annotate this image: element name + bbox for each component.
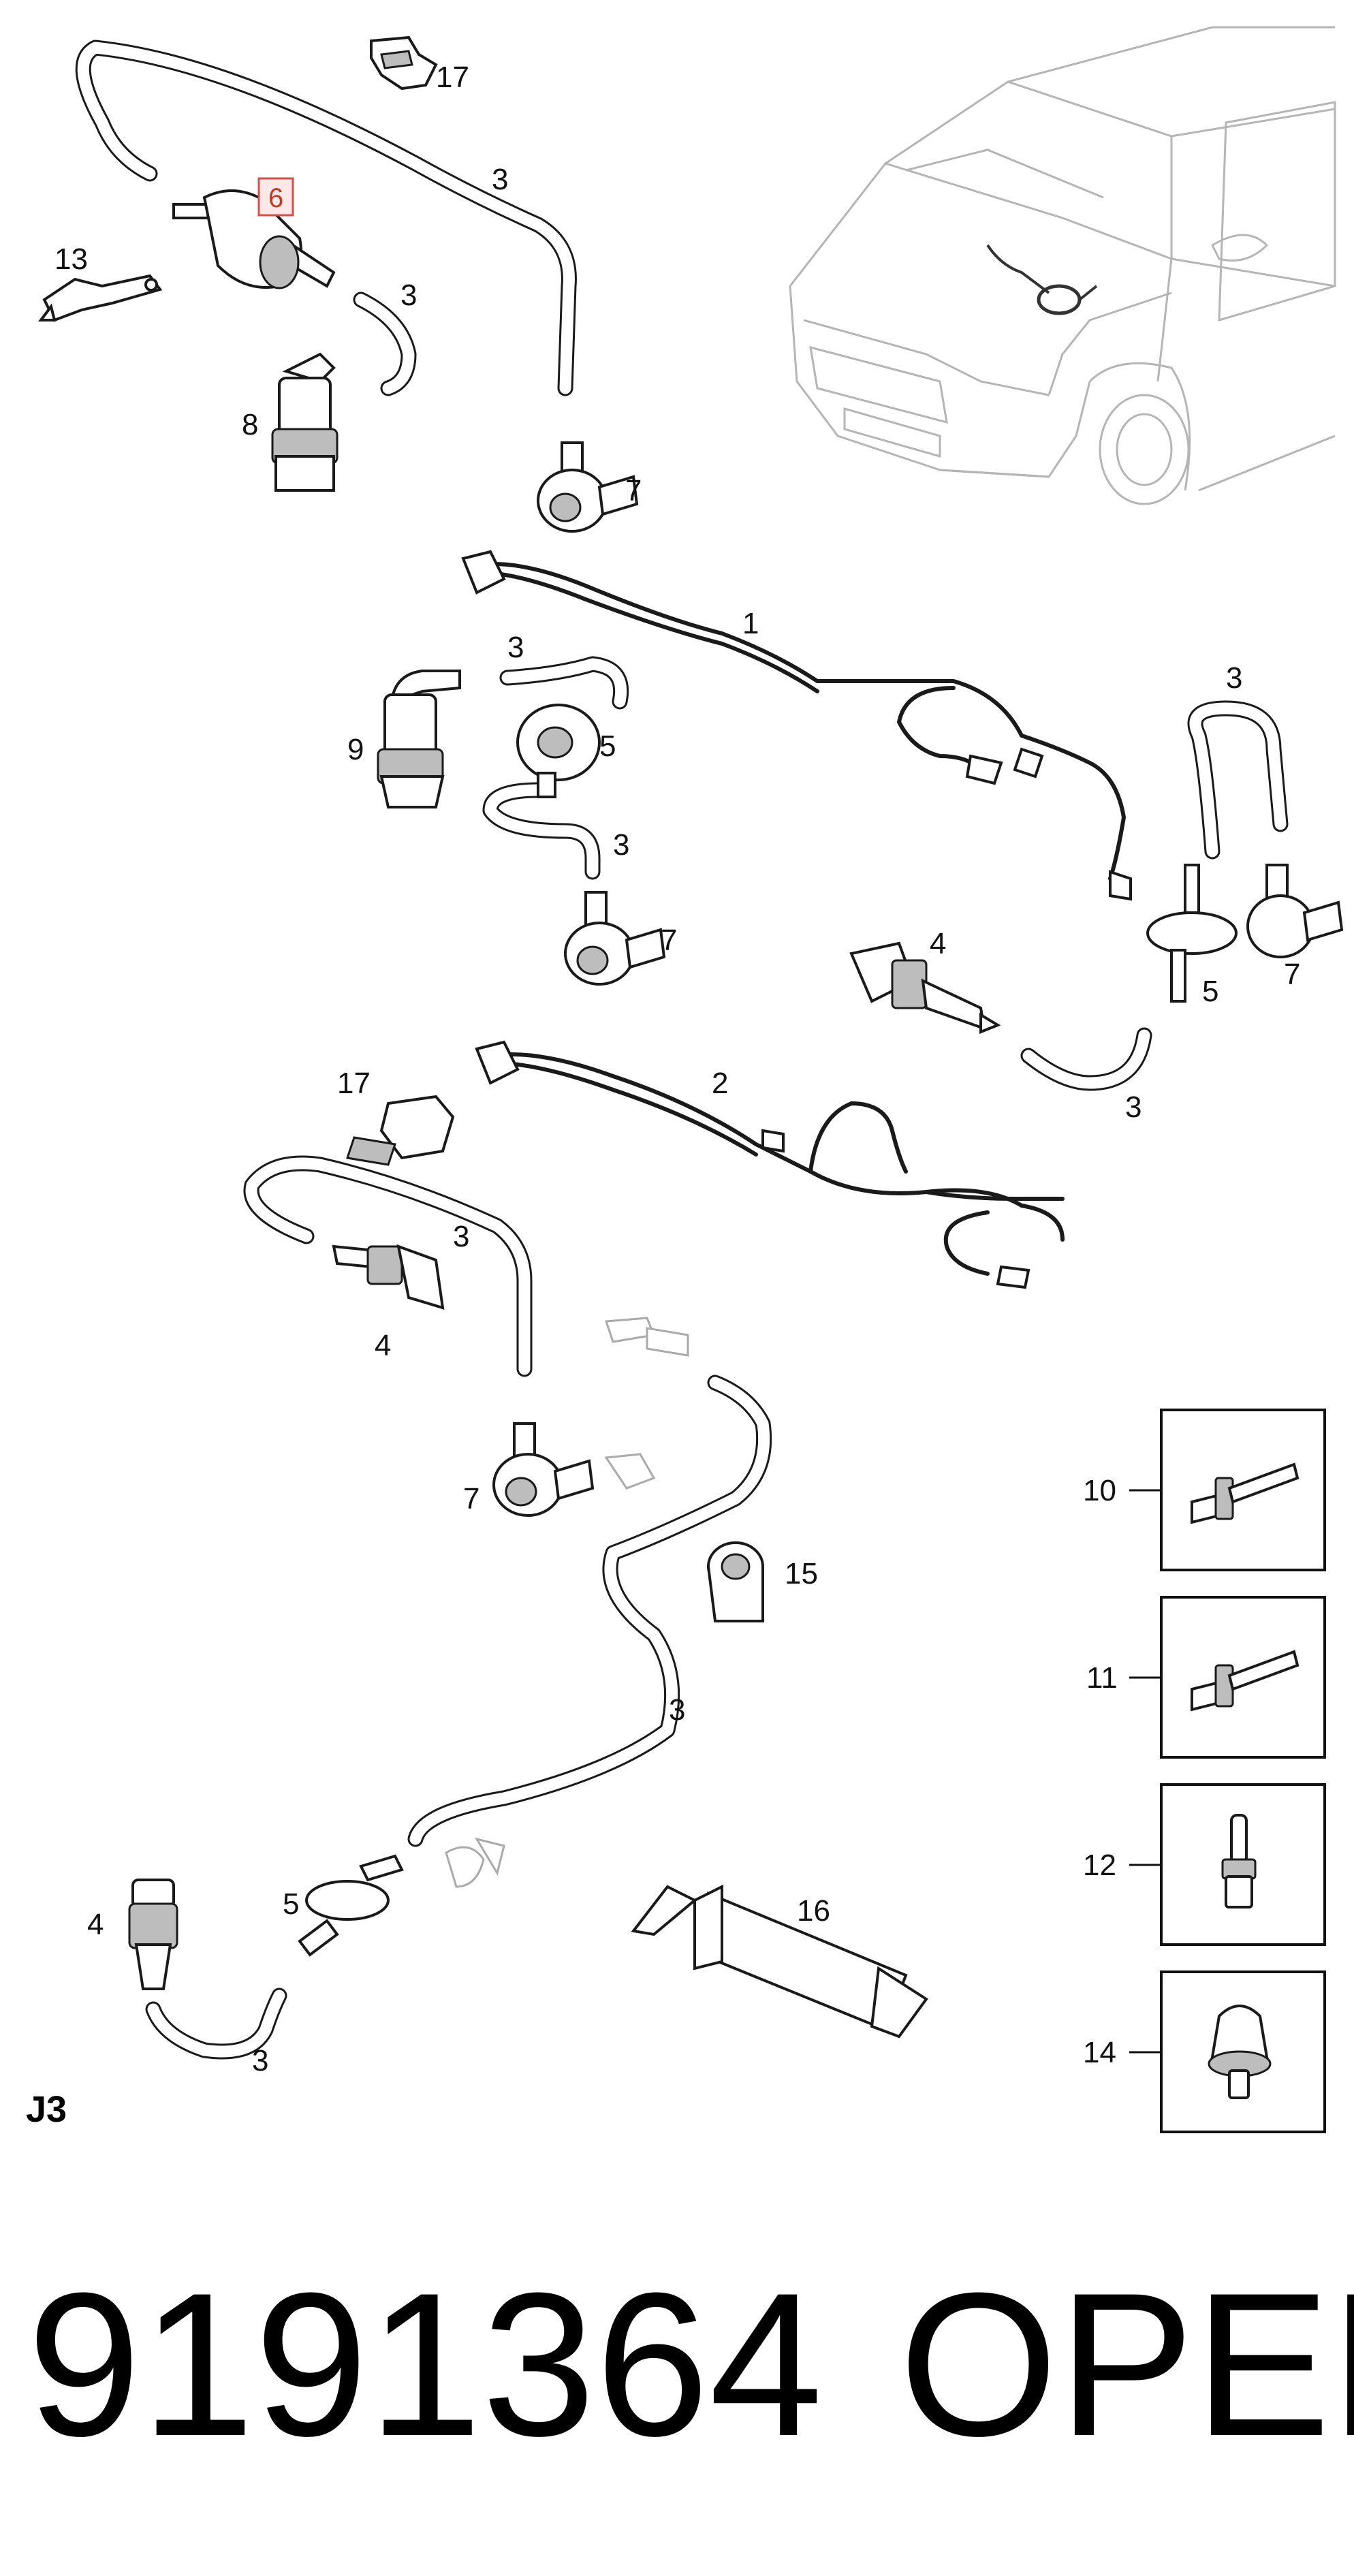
callout-3-top-hose: 3	[492, 163, 508, 196]
callout-1: 1	[742, 607, 759, 640]
check-valve-5c	[298, 1854, 404, 1957]
check-valve-6	[172, 189, 336, 289]
callout-5-group-b: 5	[599, 729, 616, 763]
tee-connector-7a	[537, 441, 639, 533]
grommet-15	[707, 1541, 764, 1622]
connector-4b	[332, 1244, 445, 1310]
callout-9: 9	[347, 733, 364, 766]
check-valve-5b	[1146, 864, 1238, 1003]
hose-3-bottom-left	[145, 1988, 287, 2060]
callouts: 17 3 6 13 3 8 7 1 3 9 5 3 7 3 4 5 7 3 17…	[54, 61, 1300, 2077]
callout-5-lower: 5	[283, 1887, 299, 1921]
detail-label-10: 10	[1083, 1474, 1116, 1507]
section-code: J3	[26, 2089, 67, 2130]
callout-3-short-hose: 3	[400, 279, 417, 312]
harness-2	[475, 1040, 1065, 1289]
hose-3-middle	[243, 1155, 533, 1377]
callout-3-long-lower: 3	[669, 1693, 685, 1727]
callout-17-middle: 17	[337, 1067, 371, 1100]
connector-4c	[128, 1879, 178, 1990]
callout-4-lower: 4	[87, 1908, 104, 1941]
callout-7-right: 7	[1284, 958, 1300, 991]
harness-1	[461, 550, 1132, 901]
tee-connector-7d	[492, 1422, 595, 1517]
clip-17-middle	[346, 1095, 455, 1166]
connector-4a	[849, 941, 1001, 1034]
callout-4-right: 4	[930, 927, 946, 960]
hose-3-right-bottom	[1020, 1027, 1152, 1091]
detail-box-14: 14	[1083, 1970, 1326, 2133]
brand-name: OPEL	[899, 2250, 1354, 2479]
valve-8	[271, 352, 338, 492]
part-number: 9191364	[27, 2250, 823, 2479]
callout-3-bottom-left: 3	[252, 2044, 268, 2077]
tee-connector-7b	[564, 891, 666, 986]
washer-nozzle-16	[631, 1884, 928, 2039]
detail-box-12: 12	[1083, 1783, 1326, 1946]
callout-3-middle-hose: 3	[453, 1220, 469, 1253]
callout-7-group-b: 7	[661, 924, 677, 957]
hose-3-group-b	[482, 656, 629, 880]
callout-16: 16	[797, 1894, 830, 1928]
ghost-fittings	[445, 1317, 689, 1888]
detail-label-14: 14	[1083, 2036, 1116, 2069]
callout-8: 8	[242, 408, 258, 441]
hose-3-long-lower	[407, 1375, 772, 1847]
callout-6-highlighted: 6	[268, 183, 283, 213]
detail-box-11: 11	[1086, 1596, 1326, 1759]
callout-7-middle: 7	[463, 1482, 479, 1515]
detail-label-12: 12	[1083, 1849, 1116, 1882]
callout-17-top: 17	[436, 61, 469, 94]
highlight-frame-6	[257, 177, 294, 217]
callout-13: 13	[54, 242, 88, 276]
callout-3-group-b-lower: 3	[613, 828, 629, 862]
callout-2: 2	[712, 1067, 728, 1100]
hose-3-top	[75, 40, 577, 396]
hose-3-loop-right	[1187, 700, 1289, 860]
hose-3-short	[353, 292, 417, 396]
detail-label-11: 11	[1086, 1661, 1118, 1695]
check-valve-5a	[516, 704, 601, 798]
callout-3-group-b: 3	[507, 631, 524, 664]
detail-box-10: 10	[1083, 1409, 1326, 1571]
valve-9	[377, 670, 461, 808]
callout-15: 15	[785, 1557, 818, 1590]
callout-5-right: 5	[1202, 975, 1218, 1008]
callout-3-right-bottom: 3	[1125, 1090, 1142, 1124]
callout-4-middle: 4	[375, 1329, 391, 1362]
tee-connector-7c	[1246, 864, 1344, 958]
vehicle-illustration	[789, 26, 1336, 505]
clip-17-top	[370, 35, 438, 91]
callout-3-loop-right: 3	[1226, 661, 1242, 695]
callout-7-top: 7	[625, 474, 642, 507]
bracket-13	[38, 274, 163, 322]
